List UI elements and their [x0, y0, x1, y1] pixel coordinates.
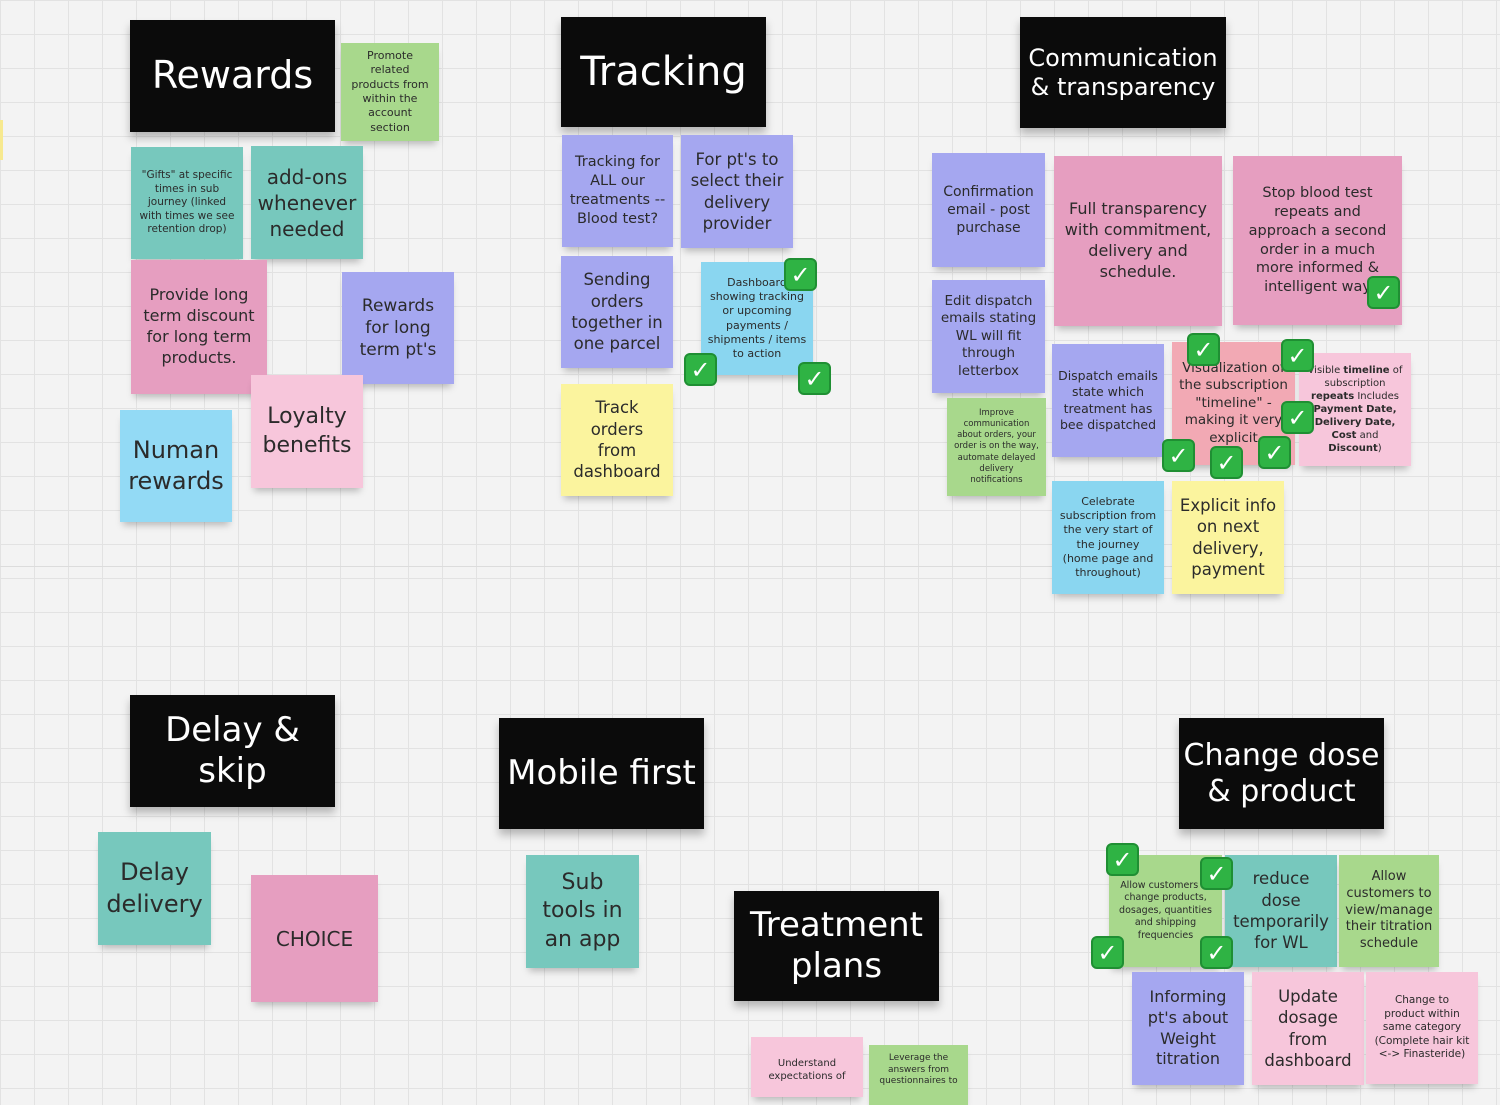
note-tracking-all-treatments[interactable]: Tracking for ALL our treatments -- Blood… — [562, 135, 673, 247]
check-icon: ✓ — [684, 353, 717, 386]
section-divider — [0, 566, 1500, 567]
check-icon: ✓ — [1258, 436, 1291, 469]
header-delay-skip[interactable]: Delay & skip — [130, 695, 335, 807]
note-leverage-questionnaires[interactable]: Leverage the answers from questionnaires… — [869, 1045, 968, 1105]
note-celebrate-subscription[interactable]: Celebrate subscription from the very sta… — [1052, 481, 1164, 594]
note-update-dosage[interactable]: Update dosage from dashboard — [1252, 972, 1364, 1085]
check-icon: ✓ — [1281, 401, 1314, 434]
note-track-orders-dashboard[interactable]: Track orders from dashboard — [561, 384, 673, 496]
visible-timeline-text: Visible timeline of subscription repeats… — [1307, 365, 1403, 454]
check-icon: ✓ — [784, 258, 817, 291]
check-icon: ✓ — [1200, 936, 1233, 969]
check-icon: ✓ — [1091, 936, 1124, 969]
note-sub-tools-app[interactable]: Sub tools in an app — [526, 855, 639, 968]
check-icon: ✓ — [1210, 446, 1243, 479]
note-loyalty-benefits[interactable]: Loyalty benefits — [251, 375, 363, 488]
check-icon: ✓ — [798, 362, 831, 395]
check-icon: ✓ — [1200, 857, 1233, 890]
header-communication-transparency[interactable]: Communication & transparency — [1020, 17, 1226, 128]
note-dispatch-emails[interactable]: Dispatch emails state which treatment ha… — [1052, 344, 1164, 457]
check-icon: ✓ — [1187, 333, 1220, 366]
note-long-term-discount[interactable]: Provide long term discount for long term… — [131, 260, 267, 394]
note-visible-timeline[interactable]: Visible timeline of subscription repeats… — [1299, 353, 1411, 466]
check-icon: ✓ — [1281, 339, 1314, 372]
note-delay-delivery[interactable]: Delay delivery — [98, 832, 211, 945]
note-edit-dispatch-emails[interactable]: Edit dispatch emails stating WL will fit… — [932, 280, 1045, 393]
note-numan-rewards[interactable]: Numan rewards — [120, 410, 232, 522]
offscreen-note-edge — [0, 120, 3, 160]
note-rewards-long-term[interactable]: Rewards for long term pt's — [342, 272, 454, 384]
note-promote-related-products[interactable]: Promote related products from within the… — [341, 43, 439, 141]
header-tracking[interactable]: Tracking — [561, 17, 766, 127]
note-allow-view-titration[interactable]: Allow customers to view/manage their tit… — [1339, 855, 1439, 967]
note-understand-expectations[interactable]: Understand expectations of — [751, 1037, 863, 1097]
check-icon: ✓ — [1367, 276, 1400, 309]
note-explicit-info-delivery[interactable]: Explicit info on next delivery, payment — [1172, 481, 1284, 594]
header-rewards[interactable]: Rewards — [130, 20, 335, 132]
note-select-delivery-provider[interactable]: For pt's to select their delivery provid… — [681, 135, 793, 248]
note-stop-blood-test-repeats[interactable]: Stop blood test repeats and approach a s… — [1233, 156, 1402, 325]
note-improve-communication[interactable]: Improve communication about orders, your… — [947, 398, 1046, 496]
note-reduce-dose[interactable]: reduce dose temporarily for WL — [1225, 855, 1337, 967]
note-full-transparency[interactable]: Full transparency with commitment, deliv… — [1054, 156, 1222, 326]
check-icon: ✓ — [1162, 439, 1195, 472]
note-sending-orders-together[interactable]: Sending orders together in one parcel — [561, 256, 673, 368]
note-addons[interactable]: add-ons whenever needed — [251, 146, 363, 259]
note-choice[interactable]: CHOICE — [251, 875, 378, 1002]
check-icon: ✓ — [1106, 843, 1139, 876]
header-mobile-first[interactable]: Mobile first — [499, 718, 704, 829]
note-gifts-sub-journey[interactable]: "Gifts" at specific times in sub journey… — [131, 147, 243, 259]
header-treatment-plans[interactable]: Treatment plans — [734, 891, 939, 1001]
header-change-dose-product[interactable]: Change dose & product — [1179, 718, 1384, 829]
note-change-product-category[interactable]: Change to product within same category (… — [1366, 972, 1478, 1084]
note-informing-weight-titration[interactable]: Informing pt's about Weight titration — [1132, 972, 1244, 1085]
note-confirmation-email[interactable]: Confirmation email - post purchase — [932, 153, 1045, 267]
